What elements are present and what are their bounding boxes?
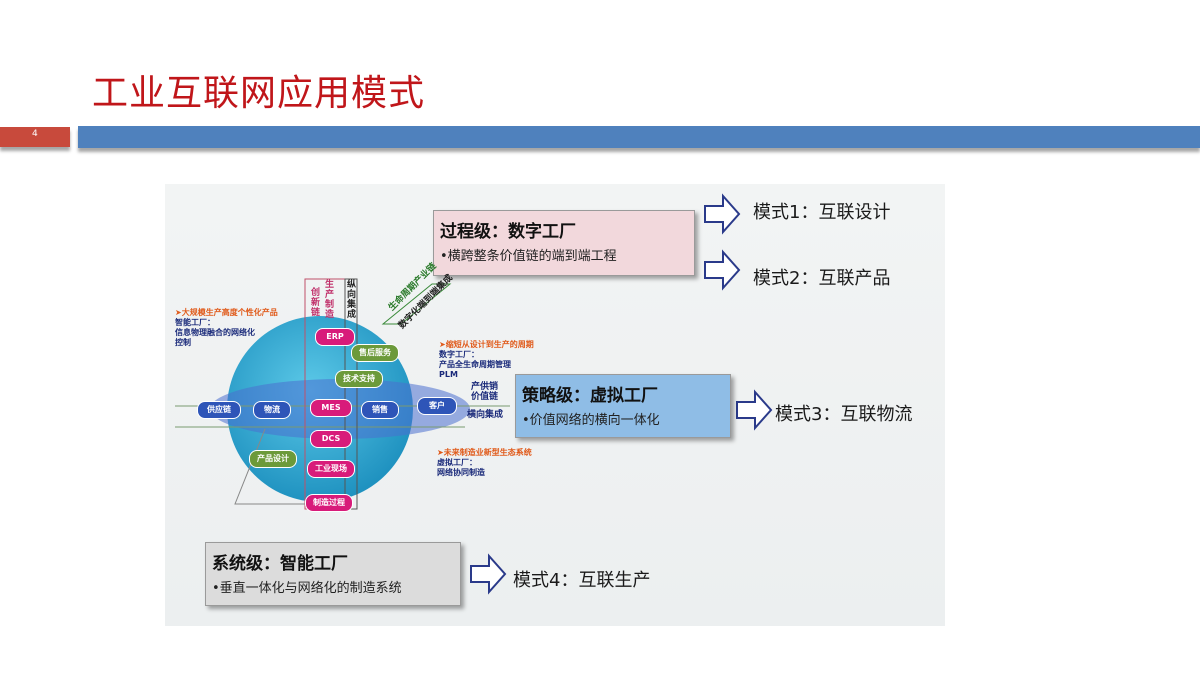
node-tech-support: 技术支持 <box>335 370 383 388</box>
mode-4-label: 模式4：互联生产 <box>513 570 651 591</box>
title-underline-bar <box>78 126 1200 148</box>
node-after-sales: 售后服务 <box>351 344 399 362</box>
mode-1-label: 模式1：互联设计 <box>753 202 891 223</box>
value-chain-label: 产供销价值链 <box>471 382 499 402</box>
node-industrial-site: 工业现场 <box>307 460 355 478</box>
note-line: 智能工厂： <box>175 318 215 327</box>
page-number-box: 4 <box>0 127 70 147</box>
node-customer: 客户 <box>417 397 457 415</box>
node-mes: MES <box>310 399 352 417</box>
mode-2-label: 模式2：互联产品 <box>753 268 891 289</box>
node-sales: 销售 <box>361 401 399 419</box>
mode-3-label: 模式3：互联物流 <box>775 404 913 425</box>
diagonal-integration-band <box>381 283 452 325</box>
note-headline: ➤大规模生产高度个性化产品 <box>175 308 278 317</box>
page-number: 4 <box>32 129 38 139</box>
diagram-picture: 过程级：数字工厂 •横跨整条价值链的端到端工程 策略级：虚拟工厂 •价值网络的横… <box>165 184 945 626</box>
arrow-icon <box>470 193 773 595</box>
node-erp: ERP <box>315 328 355 346</box>
note-line: 控制 <box>175 338 191 347</box>
note-line: 虚拟工厂： <box>437 458 477 467</box>
note-headline: ➤未来制造业新型生态系统 <box>437 448 532 457</box>
level-description: •价值网络的横向一体化 <box>522 413 660 428</box>
note-digital-factory: ➤缩短从设计到生产的周期 数字工厂： 产品全生命周期管理 PLM <box>439 340 534 380</box>
note-smart-factory: ➤大规模生产高度个性化产品 智能工厂： 信息物理融合的网络化 控制 <box>175 308 278 348</box>
level-title: 系统级：智能工厂 <box>212 554 348 574</box>
node-manufacturing-process: 制造过程 <box>305 494 353 512</box>
level-box-system: 系统级：智能工厂 •垂直一体化与网络化的制造系统 <box>205 542 461 606</box>
vertical-integration-label: 纵向集成 <box>347 280 357 320</box>
node-supply-chain: 供应链 <box>197 401 241 419</box>
note-line: PLM <box>439 370 458 379</box>
node-logistics: 物流 <box>253 401 291 419</box>
note-headline: ➤缩短从设计到生产的周期 <box>439 340 534 349</box>
note-line: 网络协同制造 <box>437 468 485 477</box>
note-line: 产品全生命周期管理 <box>439 360 511 369</box>
level-title: 策略级：虚拟工厂 <box>522 386 658 406</box>
horizontal-integration-label: 横向集成 <box>467 410 504 420</box>
level-description: •垂直一体化与网络化的制造系统 <box>212 581 402 596</box>
note-line: 数字工厂： <box>439 350 479 359</box>
note-line: 信息物理融合的网络化 <box>175 328 255 337</box>
level-box-process: 过程级：数字工厂 •横跨整条价值链的端到端工程 <box>433 210 695 276</box>
node-product-design: 产品设计 <box>249 450 297 468</box>
level-box-strategy: 策略级：虚拟工厂 •价值网络的横向一体化 <box>515 374 731 438</box>
innovation-chain-label: 创新链 <box>311 288 321 318</box>
level-description: •横跨整条价值链的端到端工程 <box>440 249 617 264</box>
production-label: 生产制造 <box>325 280 335 320</box>
level-title: 过程级：数字工厂 <box>440 222 576 242</box>
slide-title: 工业互联网应用模式 <box>92 73 426 114</box>
note-virtual-factory: ➤未来制造业新型生态系统 虚拟工厂： 网络协同制造 <box>437 448 532 478</box>
node-dcs: DCS <box>310 430 352 448</box>
